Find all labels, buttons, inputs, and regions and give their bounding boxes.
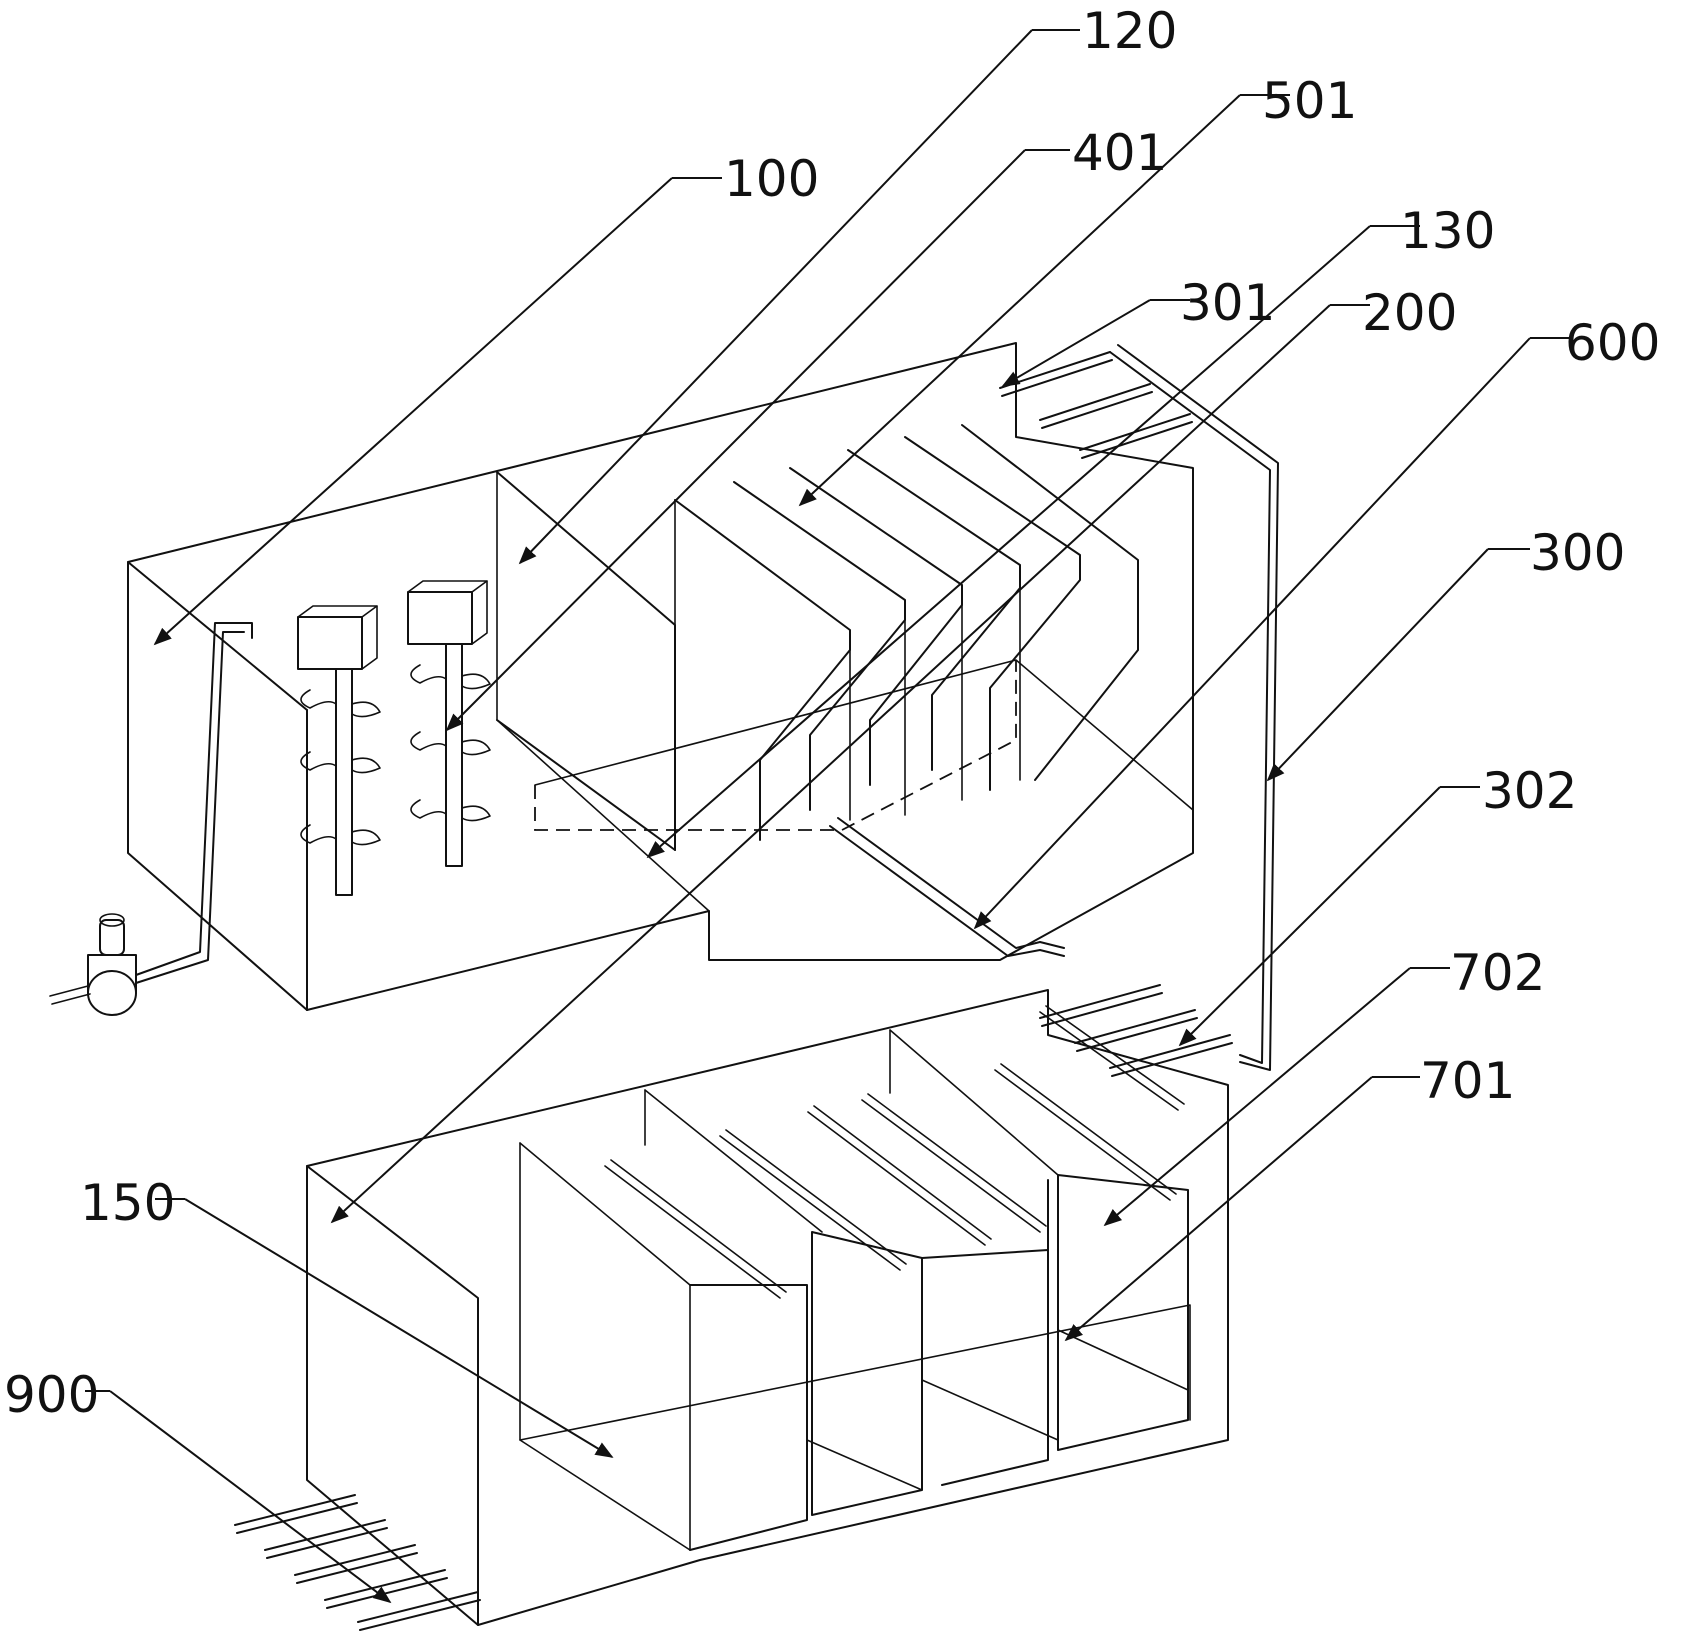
aeration-pipes-301 [999,351,1193,459]
label-301: 301 [1180,274,1275,332]
label-702: 702 [1450,944,1545,1002]
sludge-pipe [829,817,1065,957]
leader-130 [648,225,1420,857]
leader-120 [520,29,1080,563]
leader-301 [1003,299,1190,386]
leader-401 [447,149,1070,730]
mixer-left [297,605,381,896]
outlet-pipes [234,1494,481,1631]
label-150: 150 [80,1174,175,1232]
reference-labels: 100 120 401 501 130 301 200 600 300 302 … [4,2,1660,1424]
label-501: 501 [1262,72,1357,130]
label-302: 302 [1482,762,1577,820]
leader-300 [1268,548,1530,780]
leader-900 [85,1390,390,1602]
leader-lines [85,29,1570,1602]
inlet-pump [49,622,253,1016]
baffle-plates [674,424,1139,851]
label-900: 900 [4,1366,99,1424]
leader-701 [1066,1076,1420,1340]
label-120: 120 [1082,2,1177,60]
leader-600 [975,337,1570,928]
label-100: 100 [724,150,819,208]
label-701: 701 [1420,1052,1515,1110]
leader-150 [155,1198,612,1457]
leader-302 [1180,786,1480,1045]
leader-702 [1105,967,1450,1225]
label-401: 401 [1072,124,1167,182]
label-600: 600 [1565,314,1660,372]
label-200: 200 [1362,284,1457,342]
leader-501 [800,94,1290,505]
mixer-right [407,580,491,867]
upper-tank [127,342,1194,1011]
lower-plates [644,1029,1189,1551]
label-130: 130 [1400,202,1495,260]
leader-200 [332,304,1370,1222]
aeration-pipes-302 [1039,984,1233,1077]
lower-aeration-bars [604,1005,1185,1299]
label-300: 300 [1530,524,1625,582]
leader-100 [155,177,722,644]
